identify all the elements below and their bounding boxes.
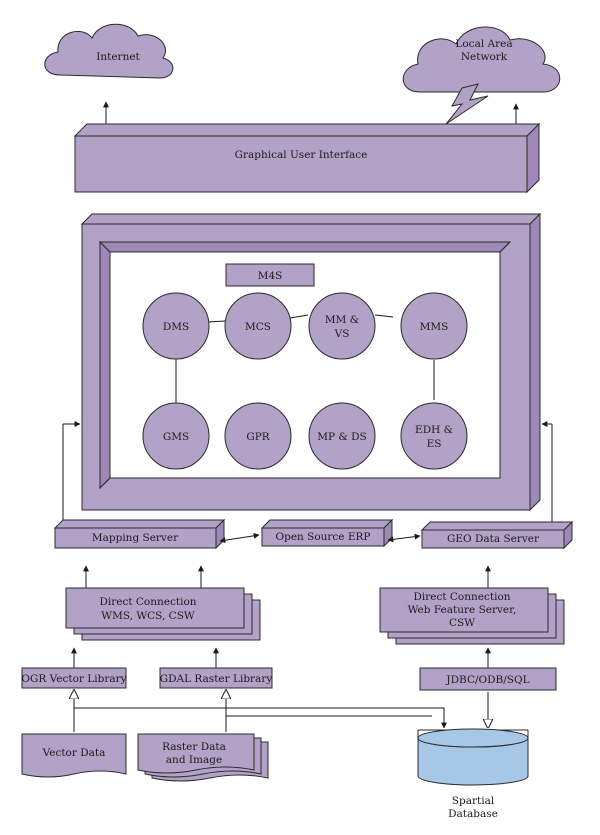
right-stack-line3: CSW xyxy=(449,617,475,629)
ogr-library-box: OGR Vector Library xyxy=(21,667,127,689)
module-label: MM & xyxy=(325,314,359,326)
module-circle xyxy=(400,292,468,360)
module-label: GPR xyxy=(246,431,270,443)
module-circle xyxy=(224,292,292,360)
module-label: VS xyxy=(334,328,350,340)
lan-cloud: Local Area Network xyxy=(402,26,561,93)
module-circle xyxy=(142,292,210,360)
left-stack-line2: WMS, WCS, CSW xyxy=(101,610,195,622)
jdbc-box: JDBC/ODB/SQL xyxy=(419,667,557,691)
module-circle xyxy=(308,402,376,470)
module-label: EDH & xyxy=(415,424,453,436)
circles-top-row: DMS MCS MM & VS MMS xyxy=(142,292,468,360)
vector-data-box: Vector Data xyxy=(21,733,127,778)
circle-links xyxy=(175,314,435,403)
gdal-label: GDAL Raster Library xyxy=(160,673,273,685)
vector-to-db-connector xyxy=(74,707,447,729)
module-circle xyxy=(224,402,292,470)
module-label: MP & DS xyxy=(317,431,366,443)
raster-data-line1: Raster Data xyxy=(162,741,226,753)
ogr-label: OGR Vector Library xyxy=(21,673,126,685)
db-label-line1: Spartial xyxy=(452,795,495,807)
mapping-server-box: Mapping Server xyxy=(53,518,226,550)
lan-label-line1: Local Area xyxy=(455,38,512,50)
lightning-bolt-icon xyxy=(445,83,489,125)
module-label: DMS xyxy=(163,321,189,333)
spatial-database-cylinder: Spartial Database xyxy=(417,728,529,820)
erp-box: Open Source ERP xyxy=(260,518,394,548)
right-direct-connection-stack: Direct Connection Web Feature Server, CS… xyxy=(379,587,565,645)
circles-bottom-row: GMS GPR MP & DS EDH & ES xyxy=(142,402,468,470)
mapping-server-label: Mapping Server xyxy=(92,532,179,544)
raster-data-line2: and Image xyxy=(166,754,222,766)
vector-data-label: Vector Data xyxy=(42,747,106,759)
jdbc-label: JDBC/ODB/SQL xyxy=(445,674,529,686)
module-label: ES xyxy=(427,438,442,450)
module-label: MMS xyxy=(420,321,449,333)
left-stack-line1: Direct Connection xyxy=(99,596,196,608)
module-circle xyxy=(142,402,210,470)
gui-label: Graphical User Interface xyxy=(235,149,368,161)
internet-cloud: Internet xyxy=(44,23,174,79)
gdal-library-box: GDAL Raster Library xyxy=(159,667,273,689)
module-circle xyxy=(400,402,468,470)
db-label-line2: Database xyxy=(448,808,498,820)
geo-server-label: GEO Data Server xyxy=(447,533,540,545)
m4s-title-box xyxy=(225,263,315,287)
m4s-title: M4S xyxy=(258,270,283,282)
right-stack-line1: Direct Connection xyxy=(413,591,510,603)
lan-label-line2: Network xyxy=(461,51,508,63)
gui-box: Graphical User Interface xyxy=(73,122,541,194)
m4s-frame xyxy=(80,212,542,512)
internet-label: Internet xyxy=(96,51,140,63)
module-label: GMS xyxy=(163,431,189,443)
raster-data-stack: Raster Data and Image xyxy=(137,733,269,782)
mapping-erp-arrow xyxy=(219,532,260,544)
left-direct-connection-stack: Direct Connection WMS, WCS, CSW xyxy=(65,587,261,641)
module-label: MCS xyxy=(245,321,271,333)
module-circle xyxy=(308,292,376,360)
erp-geo-arrow xyxy=(387,533,421,543)
erp-label: Open Source ERP xyxy=(275,531,370,543)
right-stack-line2: Web Feature Server, xyxy=(408,604,517,616)
geo-server-box: GEO Data Server xyxy=(420,520,574,550)
